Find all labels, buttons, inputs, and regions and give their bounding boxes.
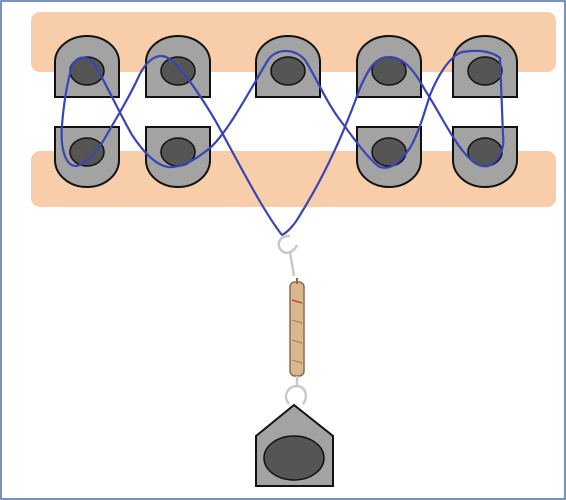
hook-icon [277, 234, 299, 277]
pulley-block-icon [145, 126, 211, 188]
pulley-block-icon [452, 126, 518, 188]
hanging-weight-icon [255, 403, 334, 487]
pulley-block-icon [255, 35, 321, 98]
hook-icon [284, 376, 308, 405]
pulley-block-icon [356, 35, 422, 98]
bottom-row-blocks [54, 126, 518, 188]
spring-scale-icon [289, 278, 305, 377]
pulley-block-icon [54, 35, 120, 98]
pulley-block-icon [452, 35, 518, 98]
pulley-block-icon [356, 126, 422, 188]
laced-string [60, 49, 505, 237]
